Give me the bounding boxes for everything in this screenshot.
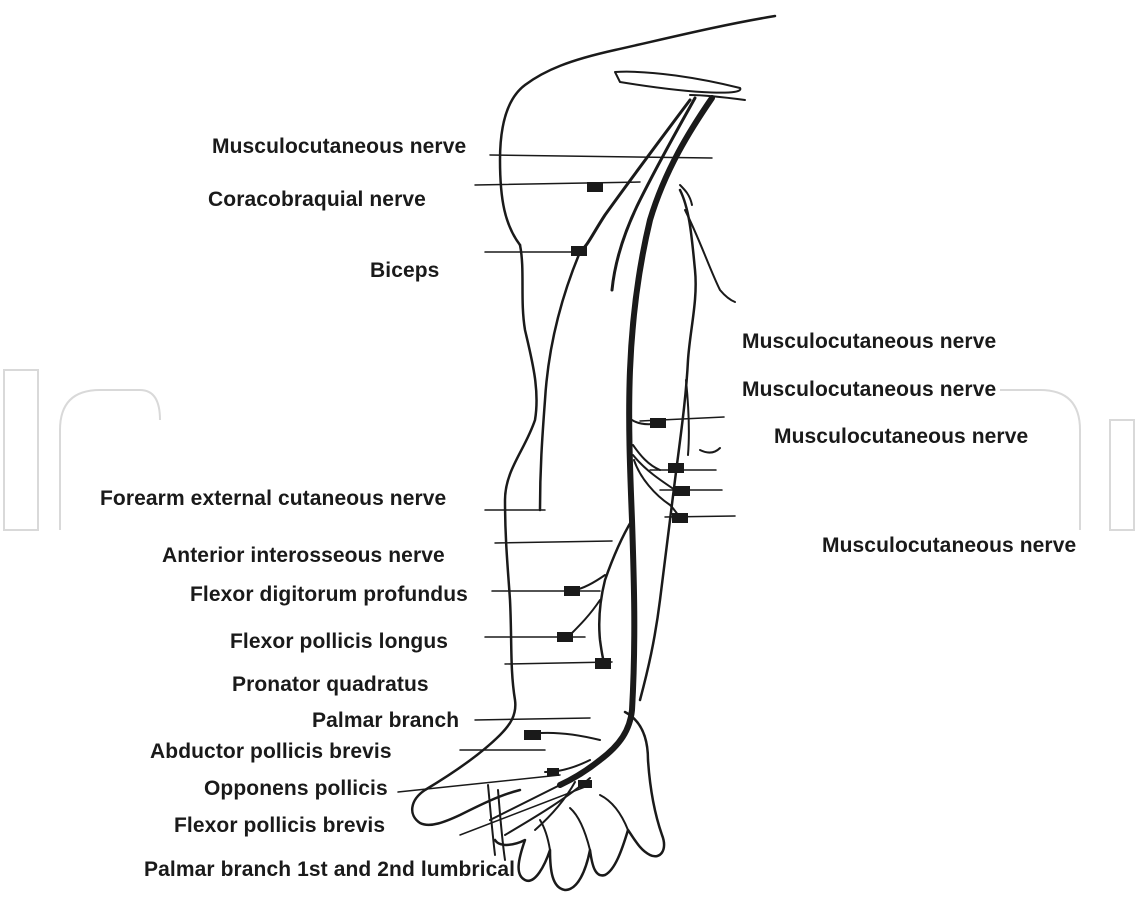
motor-point-marker [672,513,688,523]
label-opponens-pollicis: Opponens pollicis [204,778,388,799]
label-biceps: Biceps [370,260,439,281]
label-musculocutaneous-nerve: Musculocutaneous nerve [212,136,466,157]
label-forearm-external-cutaneous-nerve: Forearm external cutaneous nerve [100,488,446,509]
label-coracobraquial-nerve: Coracobraquial nerve [208,189,426,210]
motor-point-marker [524,730,541,740]
label-flexor-pollicis-longus: Flexor pollicis longus [230,631,448,652]
motor-point-marker [650,418,666,428]
shoulder-outline [500,16,775,245]
motor-point-marker [595,658,611,669]
motor-point-marker [571,246,587,256]
label-musculocutaneous-nerve-right-3: Musculocutaneous nerve [774,426,1028,447]
label-palmar-branch: Palmar branch [312,710,459,731]
motor-point-marker [578,780,592,788]
arm-medial-outline [640,190,696,700]
label-musculocutaneous-nerve-right-2: Musculocutaneous nerve [742,379,996,400]
clavicle-outline [615,72,740,93]
label-abductor-pollicis-brevis: Abductor pollicis brevis [150,741,392,762]
arm-lateral-outline [412,245,536,825]
label-flexor-digitorum-profundus: Flexor digitorum profundus [190,584,468,605]
motor-point-marker [564,586,580,596]
leader-line [460,785,590,835]
motor-point-marker [668,463,684,473]
label-palmar-branch-lumbrical: Palmar branch 1st and 2nd lumbrical [144,859,515,880]
leader-line [475,718,590,720]
label-anterior-interosseous-nerve: Anterior interosseous nerve [162,545,445,566]
motor-point-marker [587,182,603,192]
motor-point-marker [557,632,573,642]
label-musculocutaneous-nerve-right-4: Musculocutaneous nerve [822,535,1076,556]
label-musculocutaneous-nerve-right-1: Musculocutaneous nerve [742,331,996,352]
leader-line [398,775,560,792]
hand-outline [495,712,664,890]
label-pronator-quadratus: Pronator quadratus [232,674,429,695]
leader-line [495,541,612,543]
motor-point-marker [547,768,559,776]
musculocutaneous-nerve [580,100,690,252]
motor-point-marker [674,486,690,496]
label-flexor-pollicis-brevis: Flexor pollicis brevis [174,815,385,836]
